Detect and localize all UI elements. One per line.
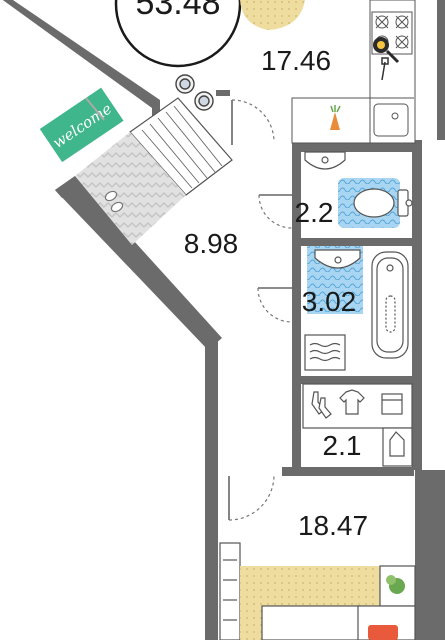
room-labels: 17.46 2.2 8.98 3.02 2.1 18.47: [184, 45, 368, 541]
bedroom-fixtures: [219, 542, 416, 640]
entrance-door[interactable]: [85, 97, 105, 121]
washer-dryer-icon: [175, 74, 214, 111]
total-area-label: 53.48: [135, 0, 220, 22]
room-area-hall: 8.98: [184, 228, 239, 259]
door-arc-wc: [258, 194, 293, 229]
room-area-kitchen: 17.46: [261, 45, 331, 76]
folded-shirt-icon: [381, 393, 403, 415]
wardrobe-fixtures: [302, 383, 413, 467]
door-arc-hall: [231, 99, 275, 143]
carrot-icon: [330, 105, 341, 130]
bath-fixtures: [304, 246, 409, 371]
room-area-bedroom: 18.47: [298, 510, 368, 541]
shirt-icon: [339, 389, 365, 415]
total-area-badge: 53.48: [114, 0, 242, 68]
entrance-tiles: [75, 132, 186, 245]
room-area-wardrobe: 2.1: [323, 430, 362, 461]
bag-icon: [389, 431, 405, 457]
room-area-bathroom: 3.02: [302, 286, 357, 317]
door-arc-bath: [257, 287, 293, 323]
doors: [228, 99, 293, 521]
plant-icon: [386, 575, 405, 594]
rug-top: [240, 0, 305, 30]
door-arc-bedroom: [228, 475, 275, 521]
kitchen-counter: [291, 0, 416, 144]
wc-fixtures: [304, 151, 413, 228]
slippers-icon: [104, 190, 124, 213]
spatula-icon: [381, 57, 389, 81]
frying-pan-icon: [373, 37, 400, 64]
room-area-wc: 2.2: [295, 197, 334, 228]
